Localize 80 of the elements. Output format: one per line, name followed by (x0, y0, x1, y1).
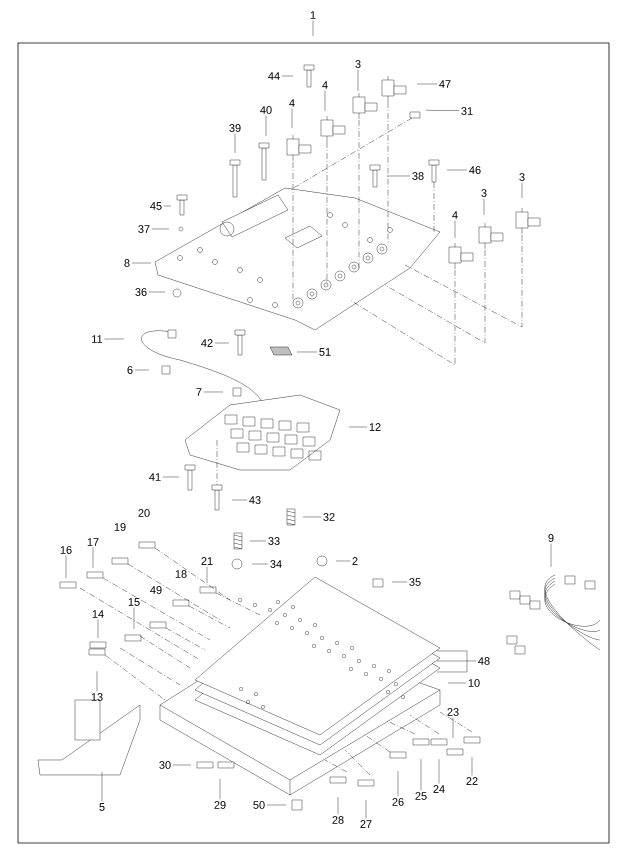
leader-line (436, 650, 476, 672)
callout-number: 47 (439, 80, 451, 88)
callout-number: 42 (201, 339, 213, 347)
leader-line (448, 682, 466, 684)
callout-number: 2 (352, 557, 358, 565)
callout-number: 18 (176, 570, 187, 578)
leader-line (348, 426, 368, 428)
leader-line (266, 804, 286, 806)
callout-number: 20 (138, 509, 150, 517)
callout-number: 6 (128, 366, 133, 374)
callout-number: 9 (548, 534, 554, 542)
callout-number: 36 (135, 288, 147, 296)
callout-number: 46 (469, 166, 481, 174)
callout-number: 7 (196, 388, 202, 396)
callout-number: 11 (92, 335, 102, 343)
callout-number: 5 (99, 803, 105, 811)
leader-line (302, 516, 322, 518)
leader-line (234, 133, 236, 154)
callout-number: 34 (270, 560, 282, 568)
leader-line (152, 228, 170, 230)
callout-number: 3 (519, 173, 525, 181)
callout-number: 31 (461, 107, 473, 115)
leader-line (172, 764, 192, 766)
leader-line (250, 540, 266, 542)
leader-line (104, 338, 124, 340)
callout-number: 33 (268, 537, 280, 545)
callout-number: 48 (478, 657, 490, 665)
leader-line (426, 110, 460, 112)
callout-number: 44 (268, 72, 280, 80)
callout-number: 27 (360, 820, 372, 828)
callout-number: 19 (114, 523, 126, 531)
leader-line (454, 220, 456, 238)
callout-number: 28 (332, 816, 344, 824)
callout-number: 40 (260, 106, 272, 114)
callout-number: 1 (310, 11, 316, 19)
callout-number: 22 (466, 777, 478, 785)
leader-line (206, 566, 208, 584)
callout-number: 4 (322, 81, 328, 89)
leader-line (162, 476, 180, 478)
callout-number: 15 (128, 598, 140, 606)
callout-number: 12 (370, 423, 381, 431)
leader-line (550, 543, 552, 568)
callout-number: 3 (481, 189, 487, 197)
callout-number: 49 (150, 586, 162, 594)
callout-number: 24 (433, 785, 445, 793)
leader-line (214, 342, 230, 344)
callout-number: 26 (392, 798, 404, 806)
leader-line (96, 670, 98, 692)
callout-number: 32 (323, 513, 335, 521)
leader-line (420, 758, 422, 791)
leader-line (438, 758, 440, 784)
callout-number: 35 (409, 578, 421, 586)
callout-number: 50 (253, 801, 265, 809)
leader-line (452, 717, 454, 738)
callout-number: 37 (138, 225, 150, 233)
callout-number: 25 (415, 792, 427, 800)
callout-number: 38 (412, 172, 424, 180)
leader-line (324, 90, 326, 112)
callout-number: 8 (124, 259, 130, 267)
leader-line (336, 560, 350, 562)
callout-number: 14 (92, 610, 104, 618)
callout-number: 3 (355, 60, 361, 68)
callout-number: 21 (201, 557, 213, 565)
callout-number: 16 (60, 546, 72, 554)
leader-line (312, 20, 314, 36)
callout-number: 39 (229, 124, 241, 132)
callout-number: 4 (289, 99, 295, 107)
callout-number: 41 (149, 473, 161, 481)
leader-line (92, 547, 94, 568)
callout-number: 10 (468, 679, 480, 687)
callout-number: 13 (92, 693, 103, 701)
callout-number: 30 (159, 761, 171, 769)
callout-number: 29 (214, 801, 226, 809)
callout-number: 43 (249, 496, 261, 504)
callout-number: 17 (88, 538, 99, 546)
callout-number: 23 (447, 708, 459, 716)
callout-number: 45 (150, 202, 162, 210)
callout-number: 51 (319, 348, 331, 356)
callout-number: 4 (452, 211, 458, 219)
leader-line (132, 262, 152, 264)
